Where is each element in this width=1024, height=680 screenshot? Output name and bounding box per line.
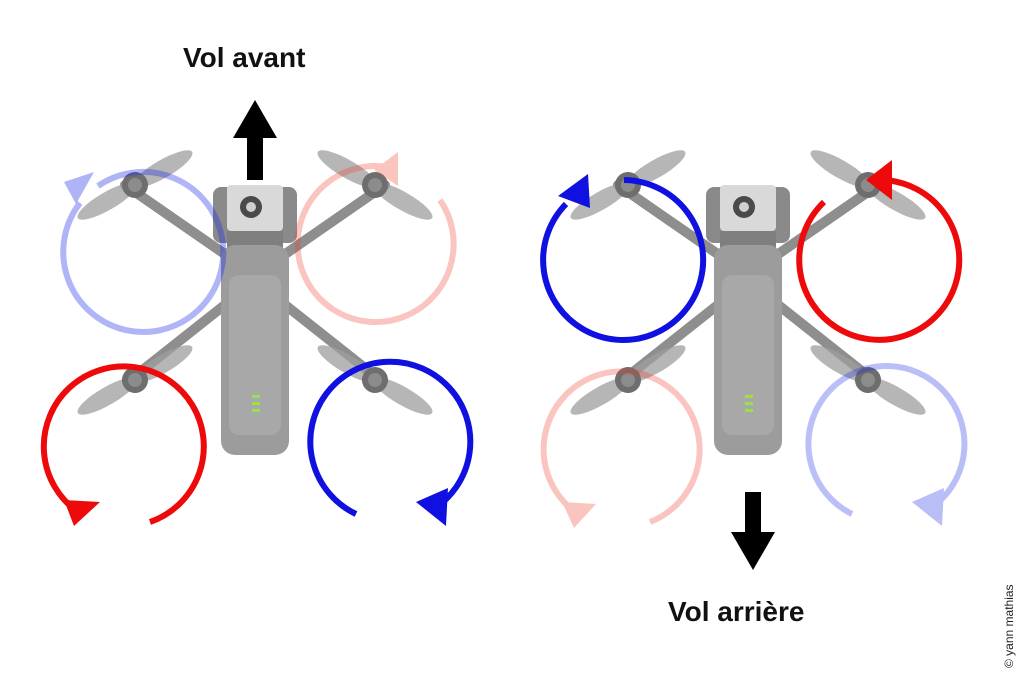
rotor-front-right-red [796, 160, 963, 343]
title-backward-flight: Vol arrière [668, 596, 805, 627]
rotor-front-left-blue [540, 174, 707, 343]
title-forward-flight: Vol avant [183, 42, 306, 73]
rotor-front-right-faded-red [294, 152, 457, 326]
rotor-front-left-faded-blue [60, 169, 227, 335]
backward-flight-diagram [540, 141, 968, 570]
rotor-rear-right-faded-blue [805, 363, 968, 526]
rotor-rear-left-faded-red [540, 368, 703, 528]
backward-direction-arrow [731, 492, 775, 570]
drone-image-forward [71, 141, 438, 455]
rotor-rear-left-red [40, 363, 207, 526]
forward-direction-arrow [233, 100, 277, 180]
rotor-rear-right-blue [307, 358, 474, 526]
forward-flight-diagram [40, 100, 474, 526]
